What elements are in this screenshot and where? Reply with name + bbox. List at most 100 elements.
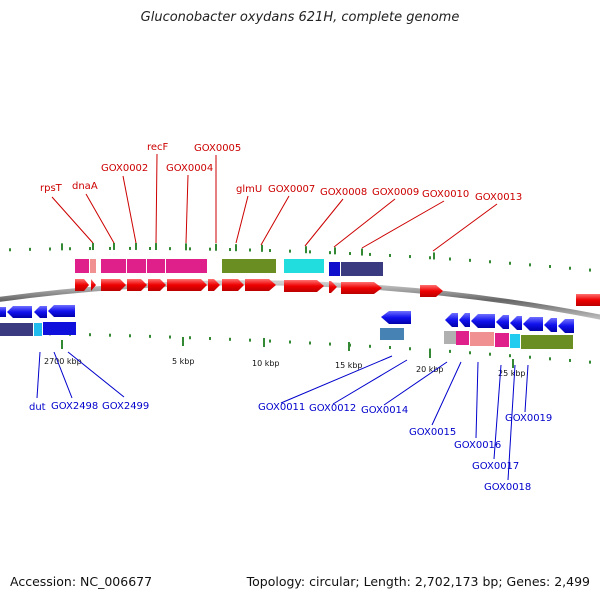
forward-cds-arrow[interactable]	[208, 279, 220, 291]
grid-dot	[549, 265, 551, 268]
scale-tick-label: 15 kbp	[335, 361, 363, 370]
scale-tick-label: 2700 kbp	[44, 357, 82, 366]
feature-block[interactable]	[341, 262, 383, 276]
gene-label[interactable]: GOX0014	[361, 405, 408, 416]
gene-label[interactable]: GOX0008	[320, 187, 367, 198]
feature-block[interactable]	[521, 335, 573, 349]
reverse-cds-arrow[interactable]	[510, 316, 522, 330]
grid-dot	[9, 248, 11, 252]
reverse-cds-arrow[interactable]	[523, 317, 543, 331]
feature-block[interactable]	[495, 333, 509, 347]
forward-cds-arrow[interactable]	[75, 279, 89, 291]
gene-label[interactable]: GOX0010	[422, 189, 469, 200]
scale-tick-label: 5 kbp	[172, 357, 194, 366]
gene-label[interactable]: GOX2499	[102, 401, 149, 412]
gene-label[interactable]: GOX0004	[166, 163, 213, 174]
grid-dot	[529, 355, 531, 359]
grid-dot	[589, 268, 591, 272]
grid-tick	[361, 248, 363, 256]
reverse-cds-arrow[interactable]	[48, 305, 75, 317]
grid-dot	[349, 252, 351, 255]
feature-block[interactable]	[222, 259, 276, 273]
grid-dot	[569, 358, 571, 362]
forward-cds-arrow[interactable]	[101, 279, 126, 291]
gene-label[interactable]: dut	[29, 402, 46, 413]
gene-label[interactable]: GOX0009	[372, 187, 419, 198]
forward-cds-arrow[interactable]	[420, 285, 443, 297]
grid-dot	[569, 266, 571, 270]
reverse-cds-arrow[interactable]	[0, 307, 6, 317]
feature-block[interactable]	[101, 259, 126, 273]
gene-label[interactable]: GOX0015	[409, 427, 456, 438]
reverse-cds-arrow[interactable]	[445, 313, 458, 327]
grid-tick	[185, 243, 187, 251]
forward-cds-arrow[interactable]	[245, 279, 276, 291]
gene-label[interactable]: GOX0018	[484, 482, 531, 493]
feature-block[interactable]	[34, 323, 42, 336]
forward-cds-arrow[interactable]	[329, 281, 337, 293]
gene-label[interactable]: GOX0011	[258, 402, 305, 413]
gene-label[interactable]: GOX0013	[475, 192, 522, 203]
gene-label[interactable]: GOX0016	[454, 440, 501, 451]
feature-block[interactable]	[43, 322, 76, 335]
reverse-cds-arrow[interactable]	[459, 313, 470, 327]
feature-block[interactable]	[470, 332, 494, 346]
grid-dot	[429, 256, 431, 260]
reverse-cds-arrow[interactable]	[558, 319, 574, 333]
feature-block[interactable]	[90, 259, 96, 273]
grid-dot	[509, 354, 511, 358]
grid-dot	[249, 248, 251, 252]
feature-block[interactable]	[456, 331, 469, 345]
feature-block[interactable]	[380, 328, 404, 340]
grid-dot	[149, 247, 151, 250]
feature-block[interactable]	[0, 323, 33, 336]
gene-label[interactable]: GOX2498	[51, 401, 98, 412]
forward-cds-arrow[interactable]	[127, 279, 147, 291]
feature-block[interactable]	[147, 259, 165, 273]
grid-dot	[229, 248, 231, 252]
reverse-cds-arrow[interactable]	[471, 314, 495, 328]
reverse-cds-arrow[interactable]	[496, 315, 509, 329]
feature-block[interactable]	[75, 259, 89, 273]
forward-cds-arrow[interactable]	[341, 282, 382, 294]
grid-dot	[229, 337, 231, 341]
grid-dot	[269, 249, 271, 253]
forward-cds-arrow[interactable]	[576, 294, 600, 306]
feature-block[interactable]	[166, 259, 207, 273]
grid-dot	[509, 261, 511, 265]
feature-block[interactable]	[284, 259, 324, 273]
gene-label[interactable]: rpsT	[40, 183, 63, 194]
forward-cds-arrow[interactable]	[167, 279, 207, 291]
gene-label[interactable]: GOX0005	[194, 143, 241, 154]
scale-tick-label: 20 kbp	[416, 365, 444, 374]
reverse-cds-arrow[interactable]	[7, 306, 32, 318]
forward-cds-arrow[interactable]	[222, 279, 244, 291]
grid-dot	[489, 352, 491, 356]
gene-label[interactable]: GOX0002	[101, 163, 148, 174]
feature-block[interactable]	[444, 331, 456, 344]
reverse-cds-arrow[interactable]	[381, 311, 411, 324]
forward-cds-arrow[interactable]	[148, 279, 166, 291]
gene-label[interactable]: GOX0017	[472, 461, 519, 472]
grid-dot	[209, 336, 211, 340]
feature-block[interactable]	[127, 259, 146, 273]
gene-label[interactable]: glmU	[236, 184, 262, 195]
grid-dot	[169, 335, 171, 339]
forward-cds-arrow[interactable]	[284, 280, 324, 292]
forward-cds-arrow[interactable]	[91, 279, 96, 291]
grid-dot	[289, 340, 291, 344]
gene-label[interactable]: recF	[147, 142, 169, 153]
reverse-cds-arrow[interactable]	[34, 306, 47, 318]
gene-label[interactable]: GOX0007	[268, 184, 315, 195]
gene-label[interactable]: dnaA	[72, 181, 98, 192]
feature-block[interactable]	[329, 262, 340, 276]
reverse-cds-arrow[interactable]	[544, 318, 557, 332]
grid-tick	[235, 244, 237, 252]
grid-dot	[309, 341, 311, 345]
grid-dot	[489, 260, 491, 264]
gene-label[interactable]: GOX0019	[505, 413, 552, 424]
gene-label[interactable]: GOX0012	[309, 403, 356, 414]
feature-block[interactable]	[510, 334, 520, 348]
